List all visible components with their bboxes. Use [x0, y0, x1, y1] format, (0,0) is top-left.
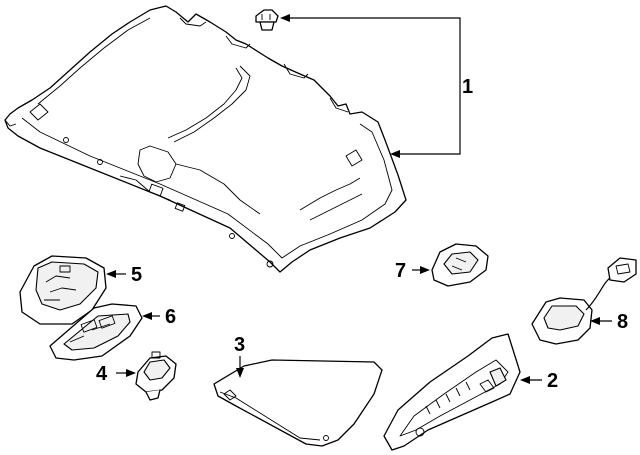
callout-6-leader [142, 312, 160, 320]
callout-4-leader [116, 369, 136, 377]
callout-8-label: 8 [617, 311, 628, 333]
callout-5-label: 5 [131, 264, 142, 286]
callout-8-leader [590, 317, 612, 325]
callout-2-leader [520, 376, 542, 384]
callout-3-label: 3 [234, 334, 245, 356]
callout-2-label: 2 [547, 370, 558, 392]
part-2-console [383, 333, 521, 451]
callout-1-label: 1 [462, 76, 473, 98]
callout-5-leader [106, 270, 126, 278]
callout-6-label: 6 [165, 306, 176, 328]
part-4-switch [135, 351, 177, 401]
part-1-headliner [4, 5, 407, 273]
part-3-sunvisor [213, 359, 383, 447]
part-8-sensor [531, 257, 637, 345]
callout-7-label: 7 [395, 260, 406, 282]
callout-7-leader [412, 266, 430, 274]
part-6-lamp-bezel [49, 303, 143, 361]
part-1-clip [255, 9, 279, 31]
part-7-cover [431, 243, 489, 287]
callout-4-label: 4 [96, 363, 108, 385]
callout-1-leader [280, 14, 461, 158]
part-5-dome-lamp [19, 255, 107, 325]
callout-3-leader [236, 356, 244, 378]
